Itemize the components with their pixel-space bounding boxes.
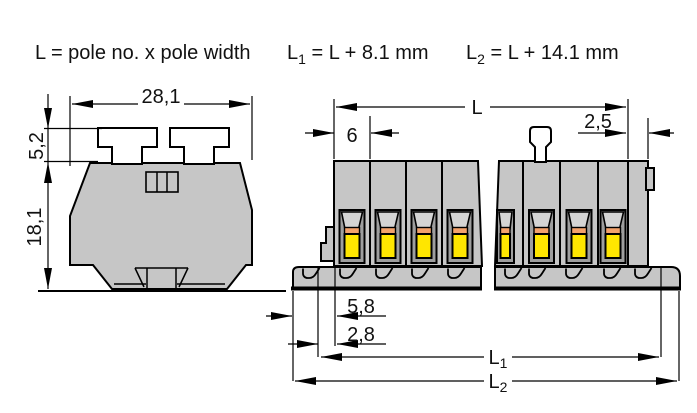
side-view-dimensions: L 6 2,5 5,8 2,8	[266, 97, 680, 395]
dim-label-L1: L1	[489, 347, 508, 371]
marker-field	[145, 171, 179, 193]
dim-label-foot-outer: 5,8	[347, 296, 375, 318]
clamp-unit	[565, 209, 593, 264]
front-view	[38, 127, 286, 292]
formula-pole-length: L = pole no. x pole width	[35, 42, 251, 65]
clamp-unit	[338, 209, 366, 264]
end-plate-tab	[645, 167, 655, 191]
clamp-unit	[374, 209, 402, 264]
formula-l1: L1 = L + 8.1 mm	[287, 42, 429, 67]
clamp-unit	[446, 209, 474, 264]
din-rail-slot	[114, 267, 225, 288]
dim-label-width: 28,1	[142, 86, 181, 108]
dim-label-foot-inner: 2,8	[347, 324, 375, 346]
formula-text: L	[466, 42, 478, 64]
formula-text: L = pole no. x pole width	[35, 42, 251, 64]
clamp-unit-partial	[496, 209, 515, 264]
clamp-unit	[599, 209, 627, 264]
pull-tab	[529, 126, 552, 163]
front-view-dimensions: 28,1 5,2 18,1	[24, 86, 253, 289]
clamp-unit	[410, 209, 438, 264]
side-view	[291, 126, 681, 291]
mounting-tab-right	[169, 127, 230, 165]
formula-text: L	[287, 42, 299, 64]
formula-subscript: 1	[298, 51, 306, 67]
mounting-tab-left	[97, 127, 158, 165]
dim-label-end-plate: 2,5	[584, 111, 612, 133]
dim-label-L2: L2	[489, 371, 508, 395]
formula-text: = L + 8.1 mm	[305, 42, 429, 64]
side-clip-step	[320, 226, 335, 262]
formula-text: = L + 14.1 mm	[484, 42, 619, 64]
pole-separators	[369, 161, 629, 266]
clamp-units	[338, 209, 627, 264]
clamp-unit	[528, 209, 555, 264]
formula-subscript: 2	[477, 51, 485, 67]
dim-label-tab-height: 5,2	[26, 132, 48, 160]
front-body	[69, 162, 253, 290]
mounting-foot-right	[494, 266, 681, 289]
formula-l2: L2 = L + 14.1 mm	[466, 42, 619, 67]
dim-label-body-height: 18,1	[24, 208, 46, 247]
dim-label-L: L	[471, 97, 482, 119]
dim-label-pole-width: 6	[346, 125, 357, 147]
